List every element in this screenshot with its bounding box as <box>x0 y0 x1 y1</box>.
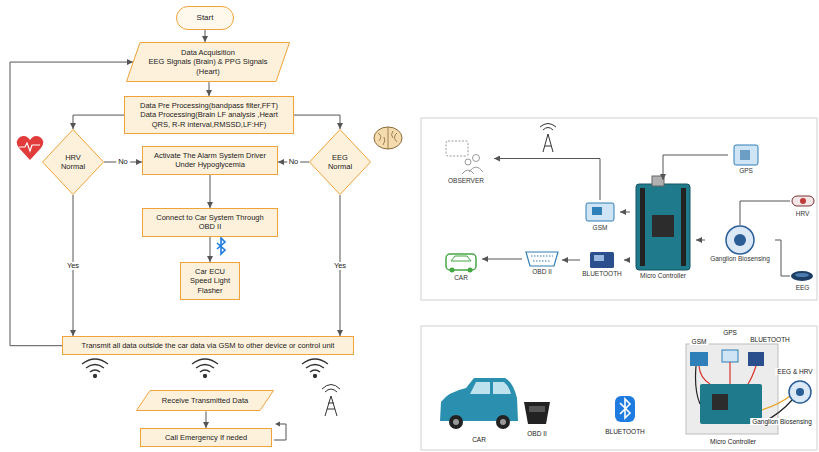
node-text: Data Acquisition <box>146 48 270 57</box>
bluetooth-icon <box>217 238 225 254</box>
car-node: CAR <box>440 248 482 281</box>
part-label: Micro Controller <box>708 438 758 445</box>
connector <box>663 155 728 180</box>
connector <box>620 212 630 213</box>
connector <box>209 82 210 96</box>
part-label: BLUETOOTH <box>603 428 647 435</box>
bluetooth-node: BLUETOOTH <box>580 250 624 277</box>
system-panel <box>421 118 817 300</box>
input-parallelogram: Data AcquisitionEEG Signals (Brain) & PP… <box>126 42 290 82</box>
node-text: HRV Normal <box>55 153 91 172</box>
connector <box>210 237 211 262</box>
part-label: BLUETOOTH <box>748 336 792 343</box>
part-name: OBSERVER <box>447 177 485 184</box>
connector <box>206 411 207 428</box>
edge-label: No <box>116 158 130 166</box>
part-name: EEG <box>795 284 811 291</box>
connector <box>775 240 790 276</box>
start-terminal: Start <box>176 6 234 30</box>
input-parallelogram: Receive Transmitted Data <box>136 390 274 411</box>
tower-icon <box>322 385 340 417</box>
connector <box>10 62 133 346</box>
part-name: GPS <box>738 167 754 174</box>
obd-connector <box>526 252 558 266</box>
microcontroller-board <box>636 176 690 270</box>
edge-label: No <box>287 158 301 166</box>
gps-node: GPS <box>728 143 764 174</box>
part-label: CAR <box>470 436 488 443</box>
obd-plug <box>524 402 550 424</box>
node-text: EEG Signals (Brain) & PPG Signals (Heart… <box>146 57 270 76</box>
bluetooth-symbol <box>615 396 635 422</box>
connector <box>482 259 522 260</box>
node-text: EEG Normal <box>322 153 358 172</box>
connector <box>696 240 705 241</box>
node-text: Receive Transmitted Data <box>156 396 254 405</box>
hardware-panel <box>421 326 817 450</box>
hrv-sensor <box>792 196 814 206</box>
connector <box>73 115 124 129</box>
eeg-node: EEG <box>790 268 815 291</box>
connector <box>494 159 600 201</box>
part-label: GSM <box>690 338 709 345</box>
obd-node: OBD II <box>522 250 562 275</box>
microcontroller-node: Micro Controller <box>630 180 696 279</box>
hrv-node: HRV <box>790 192 815 217</box>
node-text: Start <box>181 13 229 23</box>
process-box: Car ECU Speed Light Flasher <box>180 262 240 300</box>
connector <box>294 115 340 129</box>
connector <box>205 30 206 42</box>
part-label: OBD II <box>525 430 549 437</box>
connector <box>562 260 580 261</box>
ganglion-node: Ganglion Biosensing <box>705 225 775 262</box>
node-text: Data Processing(Brain LF analysis ,Heart… <box>131 110 287 129</box>
connector <box>740 201 790 225</box>
eeg-headband <box>791 271 813 281</box>
part-name: BLUETOOTH <box>581 270 623 277</box>
part-name: GSM <box>592 224 609 231</box>
edge-label: Yes <box>332 261 348 269</box>
node-text: Call Emergency If neded <box>147 433 265 442</box>
gsm-node: GSM <box>580 200 620 231</box>
observer-icon <box>446 141 483 174</box>
gps-module <box>734 145 758 165</box>
process-box: Transmit all data outside the car data v… <box>62 336 354 355</box>
part-label: EEG & HRV <box>775 368 814 375</box>
wireless-symbol <box>82 359 328 378</box>
node-text: Connect to Car System Through OBD II <box>149 213 271 232</box>
decision-diamond: EEG Normal <box>309 129 371 195</box>
part-label: GPS <box>721 329 739 336</box>
node-text: Activate The Alarm System Driver Under H… <box>149 151 271 170</box>
brain-icon <box>374 127 402 149</box>
decision-diamond: HRV Normal <box>42 129 104 195</box>
part-name: OBD II <box>531 268 553 275</box>
gsm-module <box>586 203 614 221</box>
edge-label: Yes <box>65 261 81 269</box>
car-icon <box>446 254 476 273</box>
retry-loop <box>274 422 286 441</box>
process-box: Data Pre Processing(bandpass filter,FFT)… <box>124 96 294 134</box>
connector <box>624 260 630 261</box>
tower-icon <box>540 124 556 153</box>
bluetooth-module <box>590 252 614 268</box>
node-text: Data Pre Processing(bandpass filter,FFT) <box>131 101 287 110</box>
process-box: Call Emergency If neded <box>140 428 272 447</box>
node-text: Car ECU Speed Light Flasher <box>187 267 233 295</box>
process-box: Activate The Alarm System Driver Under H… <box>142 146 278 175</box>
connector <box>210 175 211 208</box>
part-label: Ganglion Biosensing <box>750 418 814 425</box>
part-name: HRV <box>795 210 811 217</box>
ganglion-board <box>726 226 754 254</box>
part-name: Ganglion Biosensing <box>709 255 771 262</box>
node-text: Transmit all data outside the car data v… <box>69 341 347 350</box>
part-name: Micro Controller <box>639 272 687 279</box>
part-name: CAR <box>453 274 469 281</box>
process-box: Connect to Car System Through OBD II <box>142 208 278 237</box>
observer-node: OBSERVER <box>438 140 494 184</box>
car-illustration <box>440 378 518 429</box>
heart-icon <box>17 136 44 160</box>
